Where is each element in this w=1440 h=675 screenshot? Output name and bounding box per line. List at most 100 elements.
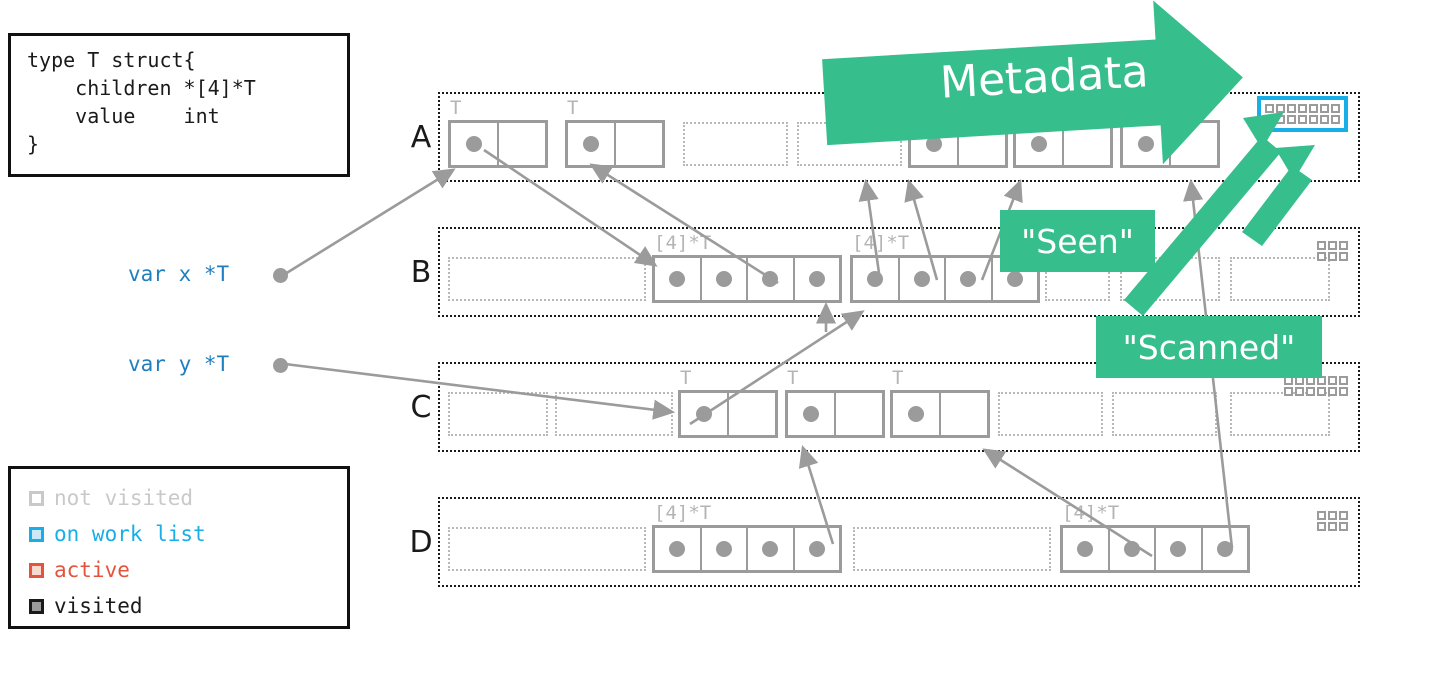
heap-object-b-1: [652, 255, 842, 303]
heap-cell: [1016, 123, 1062, 165]
legend-swatch-active: [29, 562, 44, 578]
metadata-grid-cell: [1328, 522, 1337, 531]
heap-cell: [450, 394, 546, 434]
heap-object-d-1: [652, 525, 842, 573]
type-label-a-0: T: [450, 97, 462, 119]
heap-cell: [655, 258, 700, 300]
metadata-grid-cell: [1295, 387, 1304, 396]
free-space-c-1: [555, 392, 673, 436]
free-space-c-5: [998, 392, 1103, 436]
heap-object-c-2: [678, 390, 778, 438]
heap-object-d-3: [1060, 525, 1250, 573]
heap-cell: [799, 124, 900, 164]
pointer-dot: [913, 271, 930, 287]
heap-cell: [893, 393, 939, 435]
heap-row-label-d: D: [409, 525, 433, 560]
legend-label-on-work-list: on work list: [54, 521, 206, 546]
heap-object-a-1: [565, 120, 665, 168]
pointer-dot: [1031, 136, 1047, 152]
free-space-d-0: [448, 527, 646, 571]
heap-cell: [451, 123, 497, 165]
metadata-grid-row: [1317, 252, 1348, 261]
free-space-c-0: [448, 392, 548, 436]
metadata-grid-cell: [1328, 376, 1337, 385]
heap-cell: [1063, 528, 1108, 570]
heap-cell: [1169, 123, 1217, 165]
free-space-d-2: [853, 527, 1051, 571]
pointer-dot: [1123, 541, 1140, 557]
heap-cell: [944, 258, 991, 300]
heap-cell: [746, 528, 793, 570]
var-x-label: var x *T: [128, 262, 230, 286]
legend-swatch-visited: [29, 598, 44, 614]
metadata-grid-cell: [1339, 252, 1348, 261]
heap-object-c-3: [785, 390, 885, 438]
pointer-dot: [1138, 136, 1154, 152]
heap-row-d: [4]*T[4]*T: [438, 497, 1360, 587]
heap-cell: [655, 528, 700, 570]
pointer-dot: [808, 271, 825, 287]
metadata-grid-cell: [1309, 104, 1318, 113]
heap-cell: [699, 258, 747, 300]
metadata-grid-cell: [1306, 387, 1315, 396]
legend-label-visited: visited: [54, 593, 143, 618]
heap-cell: [1107, 528, 1155, 570]
heap-cell: [792, 528, 840, 570]
metadata-grid-c: [1284, 376, 1348, 396]
metadata-grid-cell: [1317, 241, 1326, 250]
heap-cell: [788, 393, 834, 435]
pointer-dot: [1077, 541, 1094, 557]
metadata-grid-cell: [1317, 252, 1326, 261]
var-y-label: var y *T: [128, 352, 230, 376]
heap-cell: [1114, 394, 1215, 434]
heap-object-c-4: [890, 390, 990, 438]
metadata-grid-cell: [1320, 104, 1329, 113]
go-type-definition-box: type T struct{ children *[4]*T value int…: [8, 33, 350, 177]
heap-row-b: [4]*T[4]*T: [438, 227, 1360, 317]
pointer-dot: [669, 541, 686, 557]
heap-cell: [557, 394, 671, 434]
heap-cell: [855, 529, 1049, 569]
pointer-dot: [696, 406, 712, 422]
metadata-grid-cell: [1298, 115, 1307, 124]
legend-swatch-not-visited: [29, 490, 44, 506]
pointer-dot: [715, 541, 732, 557]
metadata-grid-a: [1257, 96, 1348, 132]
metadata-grid-cell: [1265, 104, 1274, 113]
pointer-dot: [867, 271, 884, 287]
heap-cell: [834, 393, 882, 435]
type-label-d-1: [4]*T: [654, 502, 712, 524]
heap-cell: [1123, 123, 1169, 165]
legend-swatch-on-work-list: [29, 526, 44, 542]
pointer-dot: [466, 136, 482, 152]
heap-object-a-0: [448, 120, 548, 168]
metadata-grid-row: [1284, 387, 1348, 396]
metadata-grid-cell: [1287, 115, 1296, 124]
seen-callout: "Seen": [1000, 210, 1155, 272]
heap-cell: [497, 123, 545, 165]
pointer-dot: [803, 406, 819, 422]
heap-cell: [699, 528, 747, 570]
metadata-grid-cell: [1317, 511, 1326, 520]
metadata-grid-d: [1317, 511, 1348, 531]
heap-cell: [853, 258, 898, 300]
pointer-dot: [926, 136, 942, 152]
heap-row-label-a: A: [410, 120, 432, 155]
heap-cell: [568, 123, 614, 165]
metadata-grid-cell: [1328, 511, 1337, 520]
type-label-a-1: T: [567, 97, 579, 119]
heap-cell: [1232, 394, 1328, 434]
metadata-grid-cell: [1320, 115, 1329, 124]
metadata-grid-cell: [1339, 511, 1348, 520]
heap-cell: [792, 258, 840, 300]
heap-object-a-4: [908, 120, 1008, 168]
metadata-grid-row: [1317, 241, 1348, 250]
pointer-dot: [908, 406, 924, 422]
heap-row-label-b: B: [410, 255, 432, 290]
metadata-grid-cell: [1339, 522, 1348, 531]
metadata-grid-cell: [1265, 115, 1274, 124]
pointer-dot: [808, 541, 825, 557]
heap-row-label-c: C: [410, 390, 432, 425]
heap-cell: [685, 124, 786, 164]
